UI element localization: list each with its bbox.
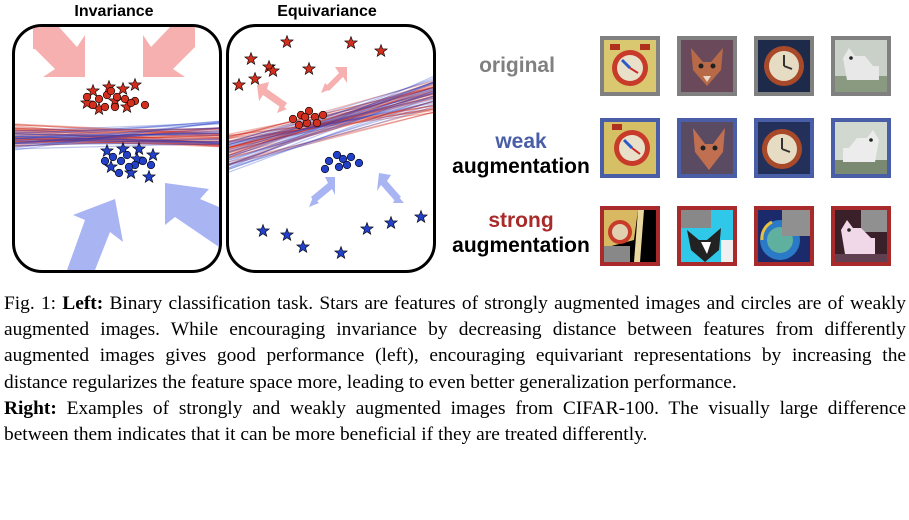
weak-alarm-clock-image bbox=[600, 118, 660, 178]
blue-circle-feature bbox=[338, 154, 348, 164]
blue-star-feature bbox=[333, 245, 349, 260]
red-circle-feature bbox=[140, 100, 150, 110]
weak-wolf-image bbox=[831, 118, 891, 178]
red-star-feature bbox=[243, 51, 259, 66]
red-double-arrow bbox=[257, 82, 287, 113]
caption-fig-label: Fig. 1: bbox=[4, 293, 63, 314]
blue-circle-feature bbox=[100, 156, 110, 166]
decision-boundary bbox=[229, 75, 433, 173]
blue-star-feature bbox=[413, 209, 429, 224]
original-fox-image bbox=[677, 36, 737, 96]
red-star-feature bbox=[115, 81, 131, 96]
blue-circle-feature bbox=[320, 164, 330, 174]
blue-star-feature bbox=[383, 215, 399, 230]
blue-star-feature bbox=[359, 221, 375, 236]
red-star-feature bbox=[279, 34, 295, 49]
red-circle-feature bbox=[304, 106, 314, 116]
invariance-svg bbox=[15, 27, 219, 270]
red-star-feature bbox=[79, 95, 95, 110]
blue-circle-feature bbox=[146, 160, 156, 170]
red-circle-feature bbox=[120, 94, 130, 104]
blue-star-feature bbox=[131, 141, 147, 156]
red-star-feature bbox=[343, 35, 359, 50]
red-double-arrow bbox=[321, 67, 347, 93]
strong-augmentation-label: augmentation bbox=[452, 234, 590, 257]
blue-star-feature bbox=[99, 143, 115, 158]
strong-wolf-image bbox=[831, 206, 891, 266]
original-alarm-clock-image bbox=[600, 36, 660, 96]
blue-star-feature bbox=[295, 239, 311, 254]
strong-alarm-clock-image bbox=[600, 206, 660, 266]
blue-star-feature bbox=[103, 159, 119, 174]
original-wolf-image bbox=[831, 36, 891, 96]
blue-arrow bbox=[165, 183, 219, 247]
red-circle-feature bbox=[318, 110, 328, 120]
blue-circle-feature bbox=[116, 156, 126, 166]
blue-circle-feature bbox=[354, 158, 364, 168]
blue-circle-feature bbox=[114, 168, 124, 178]
caption-left-text: Binary classification task. Stars are fe… bbox=[4, 293, 906, 393]
red-circle-feature bbox=[100, 102, 110, 112]
red-circle-feature bbox=[300, 112, 310, 122]
caption-right-heading: Right: bbox=[4, 397, 57, 419]
red-circle-feature bbox=[110, 102, 120, 112]
red-star-feature bbox=[231, 77, 247, 92]
blue-double-arrow bbox=[377, 173, 404, 203]
red-star-feature bbox=[247, 71, 263, 86]
blue-circle-feature bbox=[332, 150, 342, 160]
blue-arrow bbox=[55, 199, 123, 270]
weak-label: weak bbox=[495, 130, 547, 153]
blue-star-feature bbox=[145, 147, 161, 162]
caption-left-heading: Left: bbox=[62, 293, 104, 314]
strong-wall-clock-image bbox=[754, 206, 814, 266]
blue-star-feature bbox=[115, 141, 131, 156]
red-circle-feature bbox=[94, 94, 104, 104]
blue-circle-feature bbox=[138, 156, 148, 166]
red-circle-feature bbox=[106, 86, 116, 96]
blue-star-feature bbox=[123, 165, 139, 180]
blue-star-feature bbox=[255, 223, 271, 238]
decision-boundary bbox=[15, 120, 219, 151]
blue-circle-feature bbox=[124, 162, 134, 172]
weak-fox-image bbox=[677, 118, 737, 178]
red-circle-feature bbox=[82, 92, 92, 102]
red-circle-feature bbox=[294, 120, 304, 130]
equivariance-title: Equivariance bbox=[277, 3, 377, 20]
red-circle-feature bbox=[312, 118, 322, 128]
red-star-feature bbox=[85, 83, 101, 98]
blue-star-feature bbox=[141, 169, 157, 184]
blue-circle-feature bbox=[334, 162, 344, 172]
original-wall-clock-image bbox=[754, 36, 814, 96]
red-star-feature bbox=[265, 63, 281, 78]
equivariance-diagram bbox=[226, 24, 436, 273]
weak-augmentation-label: augmentation bbox=[452, 155, 590, 178]
blue-circle-feature bbox=[324, 156, 334, 166]
invariance-title: Invariance bbox=[74, 3, 154, 20]
invariance-diagram bbox=[12, 24, 222, 273]
red-circle-feature bbox=[126, 98, 136, 108]
caption-right-text: Examples of strongly and weakly augmente… bbox=[4, 397, 906, 446]
blue-circle-feature bbox=[342, 160, 352, 170]
strong-label: strong bbox=[488, 209, 554, 232]
blue-circle-feature bbox=[346, 152, 356, 162]
original-label: original bbox=[479, 54, 555, 77]
red-star-feature bbox=[373, 43, 389, 58]
red-arrow bbox=[143, 27, 195, 77]
equivariance-svg bbox=[229, 34, 433, 260]
weak-wall-clock-image bbox=[754, 118, 814, 178]
strong-fox-image bbox=[677, 206, 737, 266]
blue-double-arrow bbox=[309, 177, 335, 207]
red-arrow bbox=[33, 27, 85, 77]
blue-circle-feature bbox=[108, 152, 118, 162]
blue-star-feature bbox=[279, 227, 295, 242]
red-circle-feature bbox=[112, 92, 122, 102]
figure-caption: Fig. 1: Left: Binary classification task… bbox=[4, 291, 906, 448]
blue-circle-feature bbox=[122, 150, 132, 160]
red-star-feature bbox=[301, 61, 317, 76]
red-circle-feature bbox=[288, 114, 298, 124]
red-star-feature bbox=[127, 77, 143, 92]
red-circle-feature bbox=[88, 100, 98, 110]
